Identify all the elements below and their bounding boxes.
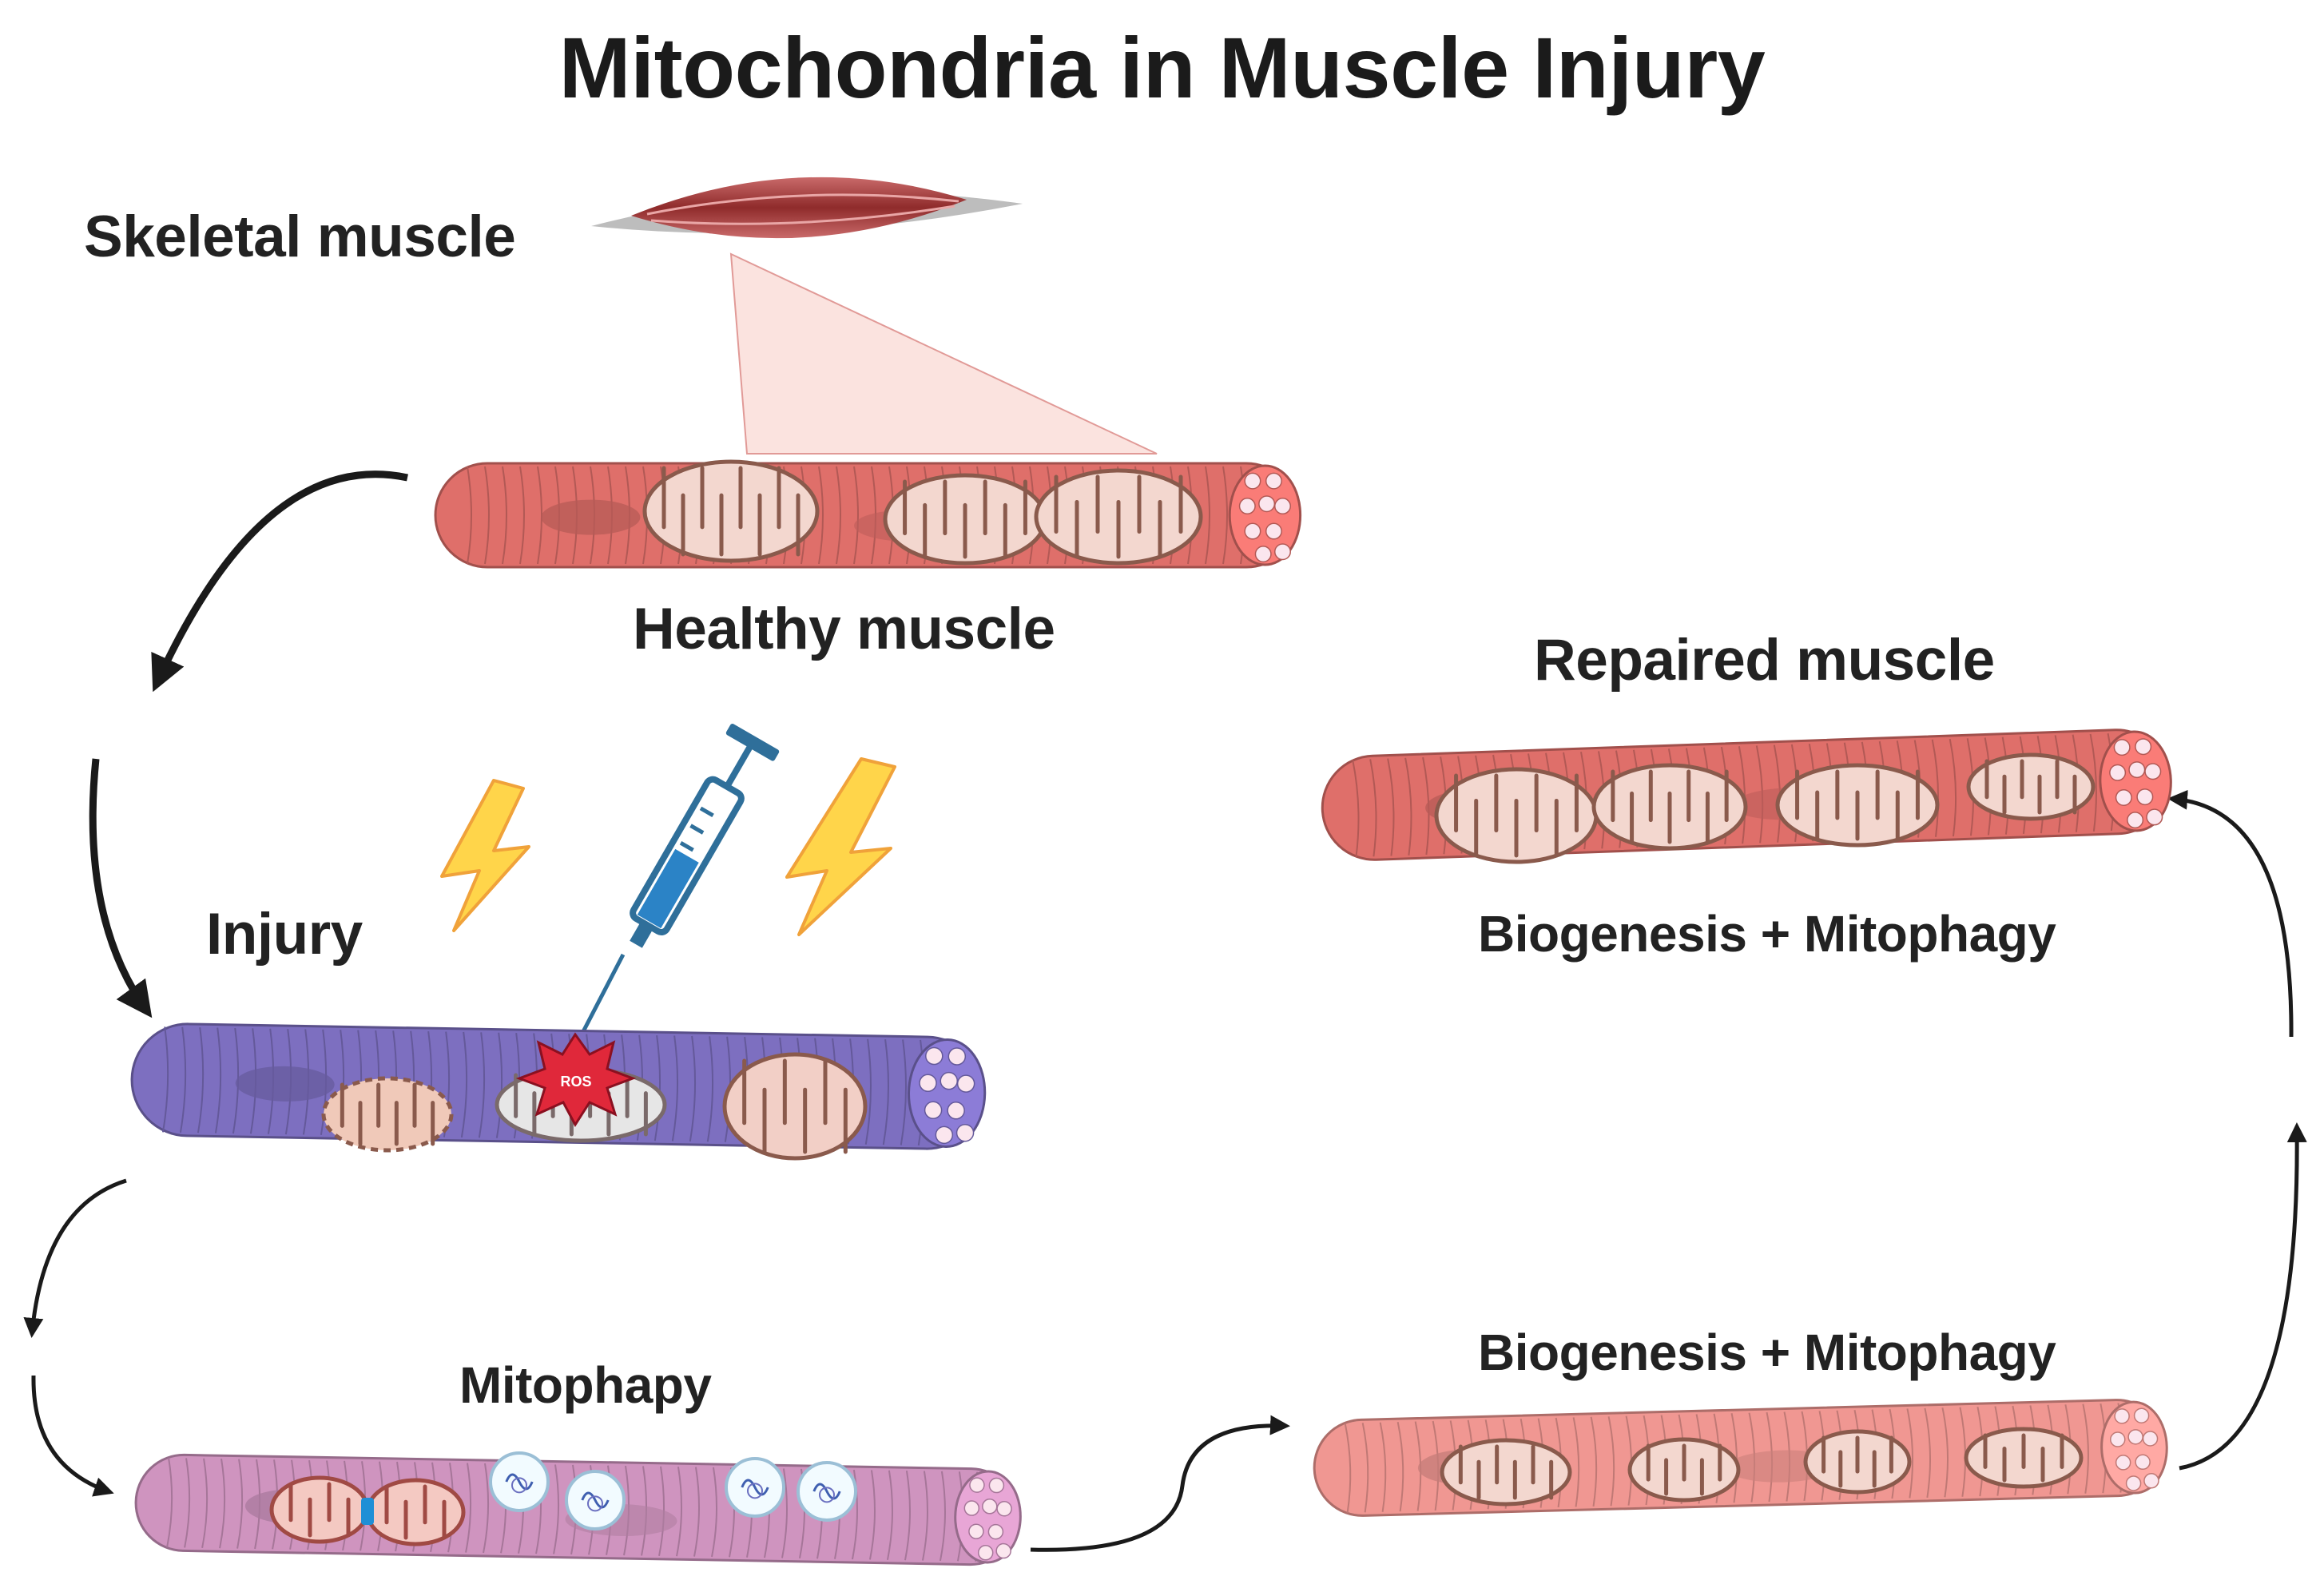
repaired-mitochondrion-icon bbox=[1434, 767, 1599, 864]
label-injury: Injury bbox=[206, 902, 363, 967]
mitochondria bbox=[269, 459, 2096, 1546]
recovering-mitochondrion-icon bbox=[1627, 1437, 1741, 1503]
healthy-mitochondrion-icon bbox=[642, 459, 820, 563]
fission-mitochondrion-right-icon bbox=[365, 1478, 466, 1546]
label-biogenesis-mitophagy-top: Biogenesis + Mitophagy bbox=[1478, 905, 2056, 963]
label-repaired-muscle: Repaired muscle bbox=[1534, 628, 1995, 693]
fission-site-icon bbox=[361, 1498, 374, 1525]
autophagosome-icon bbox=[797, 1461, 857, 1522]
ros-label: ROS bbox=[560, 1074, 591, 1090]
recovering-mitochondrion-icon bbox=[1803, 1429, 1912, 1495]
label-biogenesis-mitophagy-bottom: Biogenesis + Mitophagy bbox=[1478, 1324, 2056, 1381]
recovering-mitochondrion-icon bbox=[1964, 1427, 2084, 1489]
repaired-mitochondrion-icon bbox=[1775, 763, 1940, 848]
recovering-mitochondrion-icon bbox=[1440, 1438, 1572, 1507]
healthy-mitochondrion-icon bbox=[883, 473, 1047, 566]
arrow-mitophagy-to-recovery bbox=[1030, 1415, 1290, 1552]
label-skeletal-muscle: Skeletal muscle bbox=[84, 204, 516, 269]
label-mitophapy: Mitophapy bbox=[459, 1356, 712, 1414]
label-healthy-muscle: Healthy muscle bbox=[633, 597, 1055, 661]
skeletal-muscle-icon bbox=[591, 177, 1158, 455]
diagram-title: Mitochondria in Muscle Injury bbox=[558, 19, 1766, 116]
lightning-bolt-icon bbox=[440, 779, 530, 932]
damaged-mitochondrion-icon bbox=[321, 1076, 454, 1153]
ros-burst-icon: ROS bbox=[515, 1032, 637, 1127]
arrow-injury-to-mitophagy-a bbox=[23, 1178, 127, 1338]
repaired-mitochondrion-icon bbox=[1591, 763, 1748, 851]
arrow-into-injury bbox=[89, 758, 153, 1018]
process-arrows bbox=[23, 470, 2307, 1552]
autophagosome-icon bbox=[725, 1457, 785, 1518]
arrow-recovery-up bbox=[2179, 1122, 2307, 1471]
syringe-icon bbox=[565, 723, 780, 1064]
repaired-mitochondrion-icon bbox=[1966, 752, 2096, 821]
swollen-mitochondrion-icon bbox=[722, 1052, 868, 1161]
healthy-mitochondrion-icon bbox=[1034, 468, 1203, 566]
fission-mitochondrion-left-icon bbox=[269, 1475, 370, 1544]
arrow-to-repaired bbox=[2167, 789, 2294, 1038]
arrow-injury-to-mitophagy-b bbox=[31, 1375, 114, 1497]
arrow-healthy-to-injury bbox=[151, 470, 408, 693]
autophagosome-icon bbox=[565, 1470, 626, 1530]
lightning-bolt-icon bbox=[785, 757, 896, 936]
autophagosome-icon bbox=[489, 1451, 550, 1512]
